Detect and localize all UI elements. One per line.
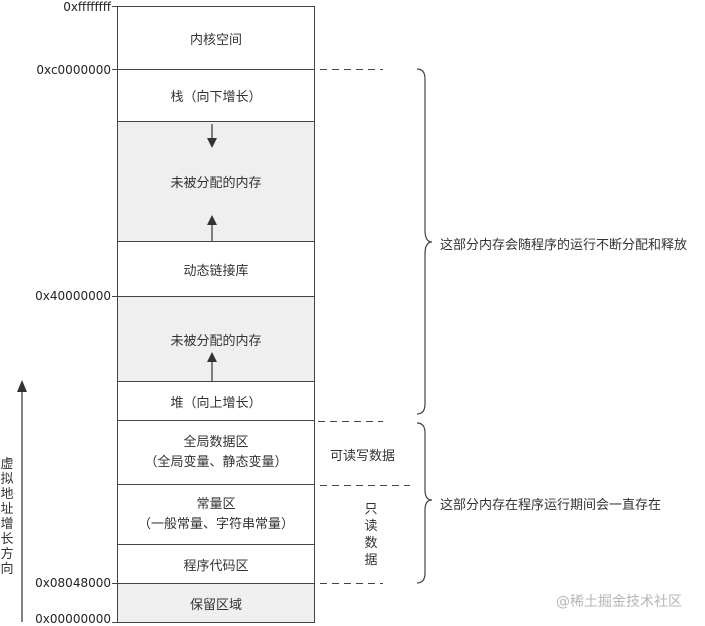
block-constants: 常量区 （一般常量、字符串常量） — [117, 484, 315, 545]
address-kernel-start: 0xc0000000 — [36, 63, 111, 77]
block-unallocated-upper-label: 未被分配的内存 — [170, 176, 262, 191]
static-region-note: 这部分内存在程序运行期间会一直存在 — [440, 498, 662, 513]
block-heap-label: 堆（向上增长） — [170, 395, 262, 411]
block-unallocated-lower-label: 未被分配的内存 — [170, 333, 262, 349]
block-stack-label: 栈（向下增长） — [170, 90, 262, 105]
block-heap: 堆（向上增长） — [117, 381, 315, 421]
static-brace — [416, 422, 433, 584]
block-reserved: 保留区域 — [117, 583, 315, 623]
address-bottom: 0x00000000 — [35, 612, 111, 626]
address-growth-label: 虚拟地址增长方向 — [0, 457, 14, 577]
block-code: 程序代码区 — [117, 544, 315, 584]
dynamic-brace — [416, 68, 433, 415]
upper-up-arrow — [207, 215, 217, 241]
block-constants-label: 常量区 — [196, 496, 236, 512]
address-top: 0xffffffff — [63, 0, 111, 14]
block-shared-library-label: 动态链接库 — [183, 263, 249, 279]
heap-up-arrow — [207, 352, 217, 381]
address-code-start: 0x08048000 — [35, 576, 111, 590]
block-global-data-label: 全局数据区 — [183, 434, 249, 450]
block-unallocated-lower: 未被分配的内存 — [117, 296, 315, 382]
dynamic-region-note: 这部分内存会随程序的运行不断分配和释放 — [440, 238, 688, 253]
read-only-label: 只读数据 — [364, 502, 378, 568]
block-constants-detail: （一般常量、字符串常量） — [137, 516, 294, 532]
block-kernel-space: 内核空间 — [117, 6, 315, 70]
block-global-data-detail: （全局变量、静态变量） — [144, 454, 288, 470]
block-global-data: 全局数据区 （全局变量、静态变量） — [117, 420, 315, 485]
watermark: @稀土掘金技术社区 — [556, 594, 682, 610]
block-code-label: 程序代码区 — [183, 558, 249, 574]
address-growth-arrow — [17, 380, 27, 622]
block-reserved-label: 保留区域 — [189, 597, 242, 613]
stack-down-arrow — [207, 124, 217, 148]
block-kernel-label: 内核空间 — [189, 32, 242, 48]
block-unallocated-upper: 未被分配的内存 — [117, 121, 315, 242]
read-write-label: 可读写数据 — [330, 449, 396, 464]
address-mid: 0x40000000 — [35, 289, 111, 303]
